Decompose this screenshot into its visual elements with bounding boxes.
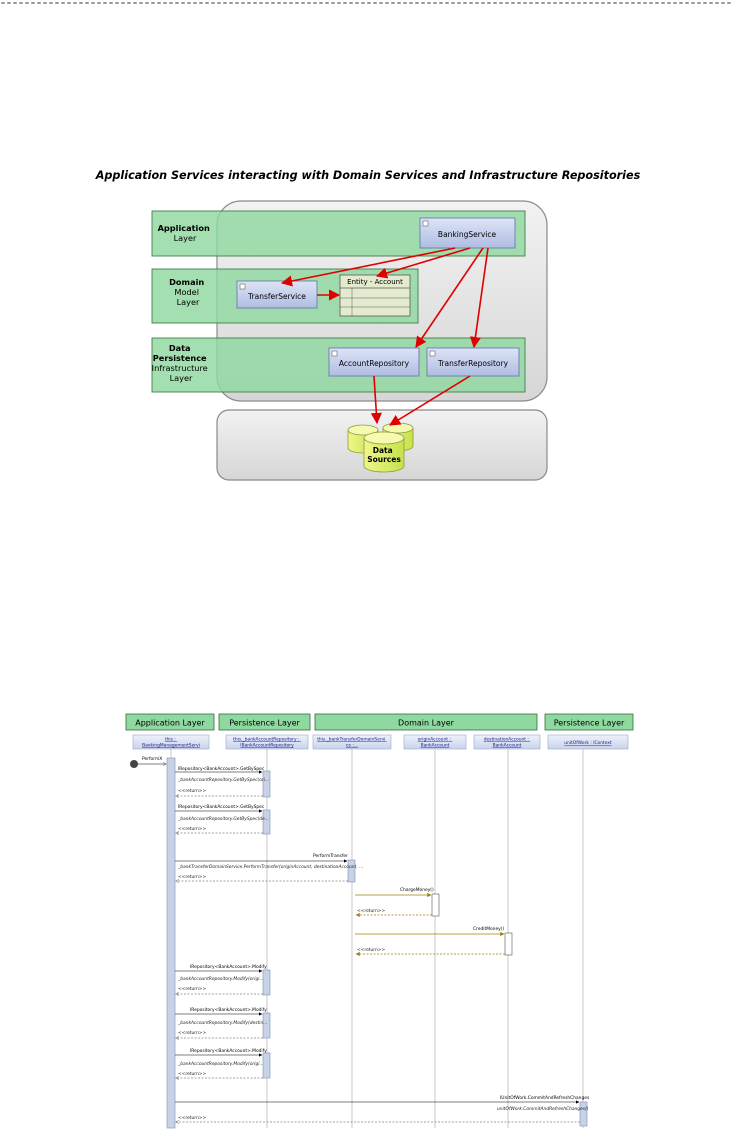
activation-bar-unit-of-work xyxy=(579,1101,588,1127)
message-perform-transfer: PerformTransfer _bankTransferDomainServi… xyxy=(175,853,363,881)
svg-text:<<return>>: <<return>> xyxy=(178,826,206,832)
svg-text:Persistence Layer: Persistence Layer xyxy=(554,719,625,728)
svg-text:BankingService: BankingService xyxy=(438,230,497,239)
message-credit-money: CreditMoney() <<return>> xyxy=(355,926,505,957)
figure-caption: Application Services interacting with Do… xyxy=(95,169,641,182)
account-repository-component: AccountRepository xyxy=(328,347,420,377)
svg-text:IRepository<BankAccount>.Modif: IRepository<BankAccount>.Modify xyxy=(190,964,267,970)
message-commit: IUnitOfWork.CommitAndRefreshChanges unit… xyxy=(175,1095,590,1122)
component-icon xyxy=(422,220,429,227)
svg-text:<<return>>: <<return>> xyxy=(178,874,206,880)
svg-text:_bankAccountRepository.Modify(: _bankAccountRepository.Modify(origi... xyxy=(177,1061,264,1067)
data-sources-cylinder: Data Sources xyxy=(347,422,414,473)
svg-text:this._bankTransferDomainServi: this._bankTransferDomainServi ce :... xyxy=(317,737,387,749)
svg-text:Persistence Layer: Persistence Layer xyxy=(229,719,300,728)
svg-text:<<return>>: <<return>> xyxy=(357,908,385,914)
persistence-layer-label: Data Persistence Infrastructure Layer xyxy=(152,343,211,383)
svg-text:_bankAccountRepository.GetBySp: _bankAccountRepository.GetBySpec(ori... xyxy=(177,777,269,783)
message-modify: IRepository<BankAccount>.Modify _bankAcc… xyxy=(175,964,267,994)
dependency-arrows xyxy=(280,247,489,426)
message-modify: IRepository<BankAccount>.Modify _bankAcc… xyxy=(175,1007,267,1038)
component-icon xyxy=(331,350,338,357)
svg-text:IRepository<BankAccount>.Modif: IRepository<BankAccount>.Modify xyxy=(190,1048,267,1054)
svg-text:<<return>>: <<return>> xyxy=(178,1071,206,1077)
activation-bar-main xyxy=(166,757,176,1129)
svg-text:<<return>>: <<return>> xyxy=(357,947,385,953)
svg-text:IRepository<BankAccount>.Modif: IRepository<BankAccount>.Modify xyxy=(190,1007,267,1013)
svg-text:unitOfWork.CommitAndRefreshCha: unitOfWork.CommitAndRefreshChanges() xyxy=(497,1106,589,1112)
svg-text:TransferRepository: TransferRepository xyxy=(437,359,509,368)
svg-text:this._bankAccountRepository :: this._bankAccountRepository : IBankAccou… xyxy=(233,737,301,749)
activation-bar-destination-account xyxy=(504,932,513,956)
svg-text:AccountRepository: AccountRepository xyxy=(339,359,410,368)
domain-layer-label: Domain Model Layer xyxy=(169,277,207,307)
header-persistence-layer-2 xyxy=(544,713,634,731)
arrow-account-repository-to-data xyxy=(370,375,382,425)
arrow-banking-to-transfer-service xyxy=(280,247,456,287)
lifeline-head: this._bankAccountRepository : IBankAccou… xyxy=(225,734,309,750)
svg-text:this : BankingManageme: this : BankingManagementServi xyxy=(142,737,200,749)
arrow-banking-to-transfer-repository xyxy=(469,247,489,349)
lifeline-head: destinationAccount : BankAccount xyxy=(473,734,541,750)
architecture-diagram: Application Layer Domain Model Layer Dat… xyxy=(151,200,548,481)
arrow-banking-to-entity-account xyxy=(375,247,471,279)
svg-text:Data Sources: Data Sources xyxy=(367,446,401,464)
lifeline-head: originAccount : BankAccount xyxy=(403,734,467,750)
transfer-service-component: TransferService xyxy=(236,280,318,309)
component-icon xyxy=(239,283,246,290)
transfer-repository-component: TransferRepository xyxy=(426,347,520,377)
svg-text:<<return>>: <<return>> xyxy=(178,1115,206,1121)
svg-text:PerformTransfer: PerformTransfer xyxy=(313,853,348,859)
svg-text:PerformX: PerformX xyxy=(142,756,162,762)
lifeline-head: unitOfWork : IContext xyxy=(547,734,629,750)
svg-text:TransferService: TransferService xyxy=(247,292,306,301)
svg-text:Application Layer: Application Layer xyxy=(135,719,205,728)
message-get-by-spec: IRepository<BankAccount>.GetBySpec _bank… xyxy=(175,804,269,833)
svg-text:<<return>>: <<return>> xyxy=(178,788,206,794)
activation-bars-repository xyxy=(262,770,271,1079)
svg-text:Entity - Account: Entity - Account xyxy=(347,278,403,286)
message-modify: IRepository<BankAccount>.Modify _bankAcc… xyxy=(175,1048,267,1078)
svg-text:IRepository<BankAccount>.GetBy: IRepository<BankAccount>.GetBySpec xyxy=(178,766,265,772)
svg-text:destinationAccount : B: destinationAccount : BankAccount xyxy=(484,737,531,749)
svg-text:unitOfWork : IContext: unitOfWork : IContext xyxy=(564,740,612,746)
svg-text:<<return>>: <<return>> xyxy=(178,986,206,992)
svg-text:ChargeMoney(): ChargeMoney() xyxy=(400,887,434,893)
header-application-layer xyxy=(125,713,215,731)
svg-text:_bankAccountRepository.Modify(: _bankAccountRepository.Modify(destin... xyxy=(177,1020,267,1026)
header-domain-layer xyxy=(314,713,538,731)
svg-text:Domain Layer: Domain Layer xyxy=(398,719,455,728)
activation-bar-origin-account xyxy=(431,893,440,917)
svg-text:CreditMoney(): CreditMoney() xyxy=(473,926,504,932)
banking-service-component: BankingService xyxy=(419,217,516,249)
svg-text:originAccount : BankAc: originAccount : BankAccount xyxy=(418,737,453,749)
message-charge-money: ChargeMoney() <<return>> xyxy=(355,887,434,918)
entity-account-table: Entity - Account xyxy=(339,274,411,317)
svg-text:IUnitOfWork.CommitAndRefreshCh: IUnitOfWork.CommitAndRefreshChanges xyxy=(500,1095,590,1101)
activation-bar-domain-service xyxy=(347,859,356,883)
sequence-diagram: Application Layer Persistence Layer Doma… xyxy=(125,713,634,1129)
svg-text:_bankTransferDomainService.Per: _bankTransferDomainService.PerformTransf… xyxy=(177,864,363,870)
component-icon xyxy=(429,350,436,357)
svg-text:IRepository<BankAccount>.GetBy: IRepository<BankAccount>.GetBySpec xyxy=(178,804,265,810)
svg-text:_bankAccountRepository.GetBySp: _bankAccountRepository.GetBySpec(de... xyxy=(177,816,269,822)
initial-node xyxy=(130,760,138,768)
arrow-transfer-repository-to-data xyxy=(389,375,471,426)
arrow-banking-to-account-repository xyxy=(415,247,484,348)
svg-text:_bankAccountRepository.Modify(: _bankAccountRepository.Modify(origi... xyxy=(177,976,264,982)
application-layer-label: Application Layer xyxy=(158,223,213,243)
message-get-by-spec: IRepository<BankAccount>.GetBySpec _bank… xyxy=(175,766,269,796)
header-persistence-layer-1 xyxy=(218,713,311,731)
lifeline-head: this : BankingManagementServi xyxy=(132,734,210,750)
lifeline-head: this._bankTransferDomainServi ce :... xyxy=(312,734,392,750)
svg-text:<<return>>: <<return>> xyxy=(178,1030,206,1036)
